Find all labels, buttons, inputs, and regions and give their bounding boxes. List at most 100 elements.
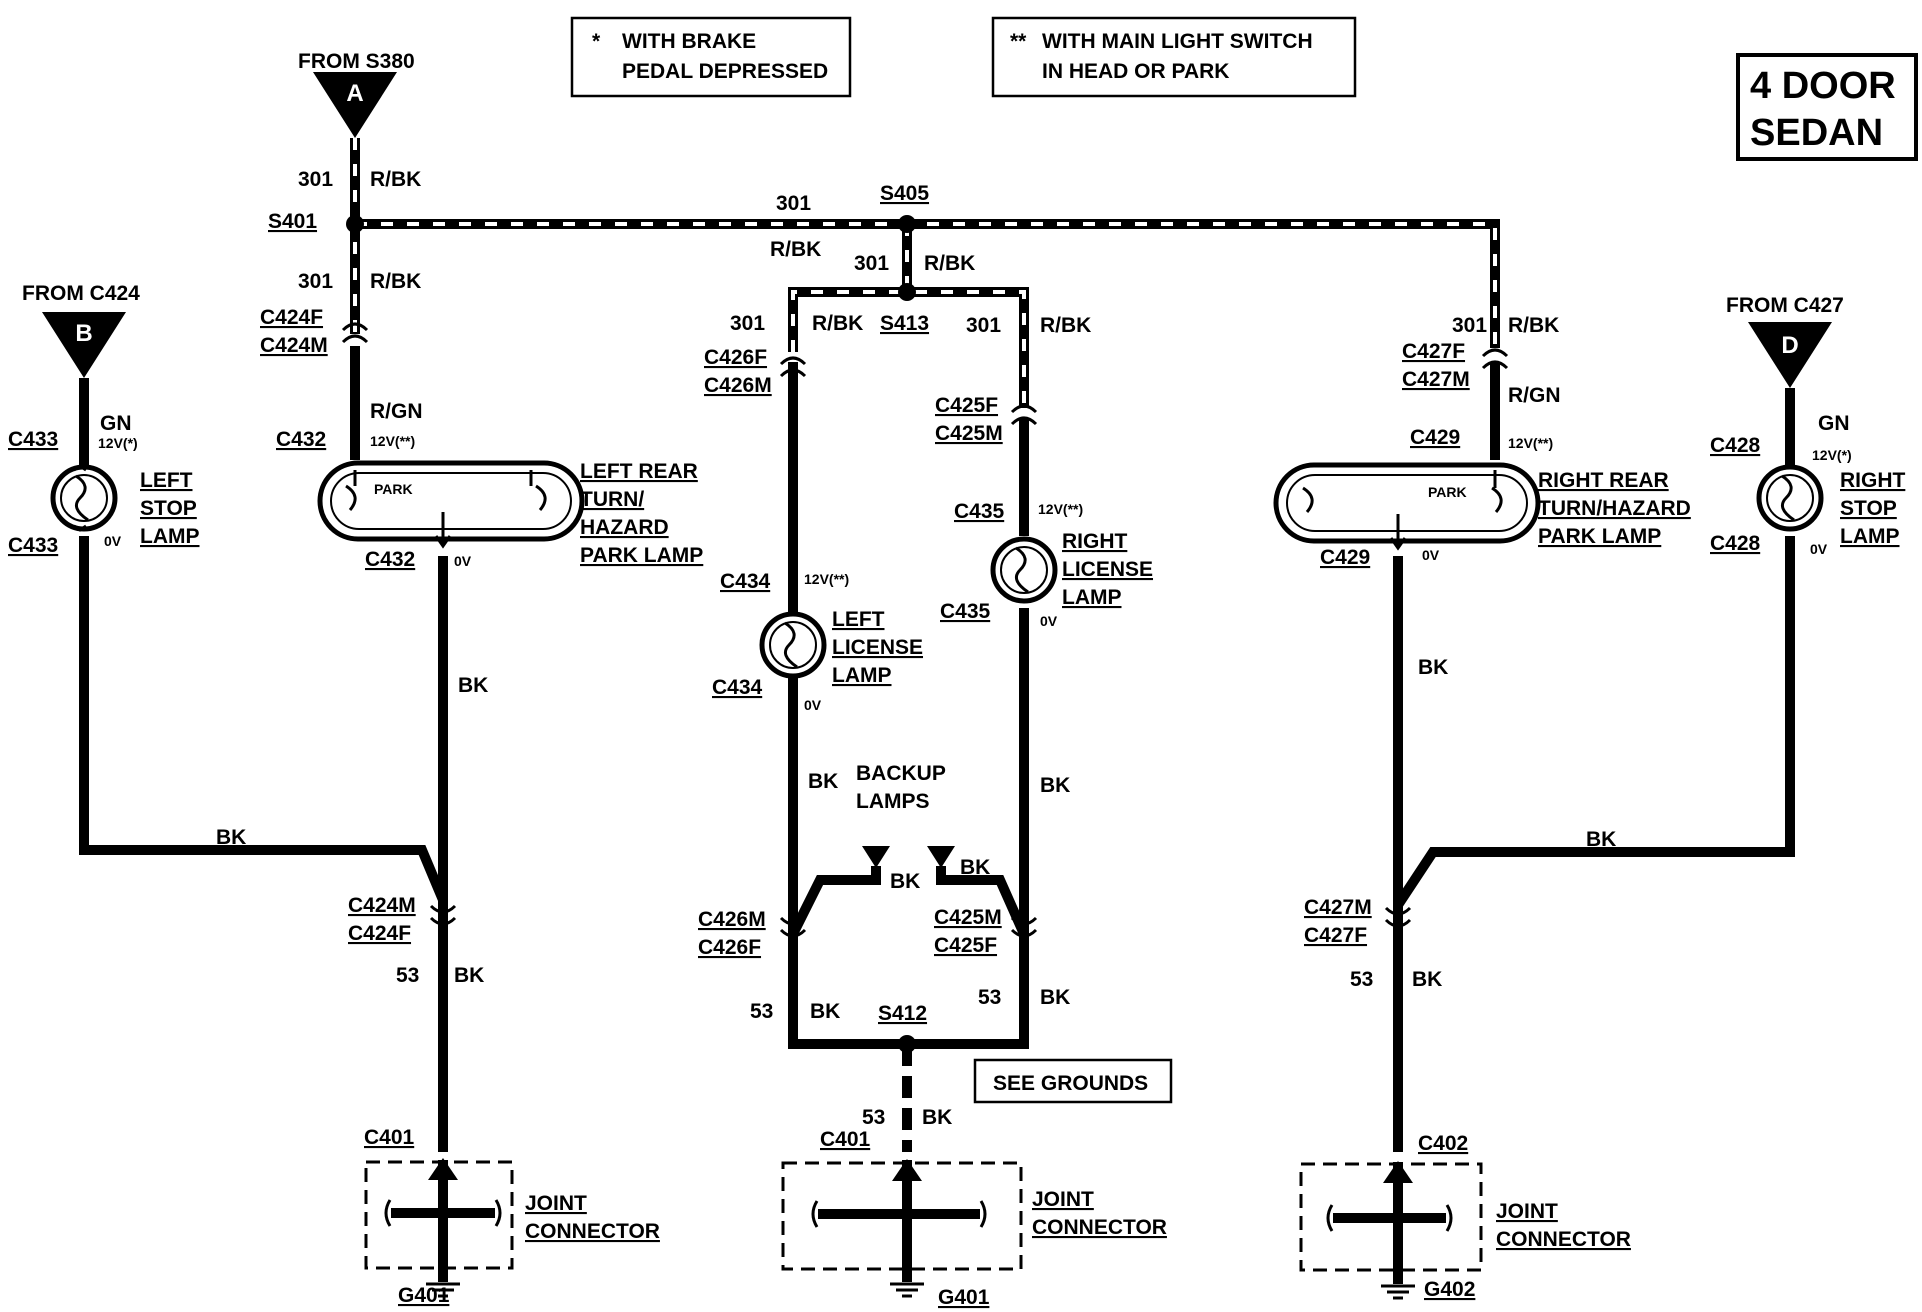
label-bk-backup-right: BK xyxy=(960,856,990,879)
see-grounds-label: SEE GROUNDS xyxy=(993,1072,1148,1095)
label-53-left: 53 xyxy=(396,964,419,987)
label-53-center: 53 xyxy=(862,1106,885,1129)
right-stop-name-2: STOP xyxy=(1840,497,1897,520)
label-12v-right-license: 12V(**) xyxy=(1038,501,1083,517)
ground-center-icon xyxy=(890,1282,924,1298)
right-rear-park-label: PARK xyxy=(1428,484,1467,500)
right-rear-name-3: PARK LAMP xyxy=(1538,525,1661,548)
label-bk-53-right-license: BK xyxy=(1040,986,1070,1009)
label-c427f-top: C427F xyxy=(1402,340,1465,363)
source-a-letter: A xyxy=(346,80,363,107)
left-rear-name-2: TURN/ xyxy=(580,488,644,511)
right-stop-name-3: LAMP xyxy=(1840,525,1900,548)
label-bk-backup-left: BK xyxy=(890,870,920,893)
left-stop-name-1: LEFT xyxy=(140,469,193,492)
label-c424m-top: C424M xyxy=(260,334,328,357)
label-c426m-top: C426M xyxy=(704,374,772,397)
label-12v-left-stop: 12V(*) xyxy=(98,435,138,451)
label-0v-right-license: 0V xyxy=(1040,613,1058,629)
label-g401-center: G401 xyxy=(938,1286,990,1309)
label-rbk-right-license: R/BK xyxy=(1040,314,1091,337)
label-bk-left-53: BK xyxy=(454,964,484,987)
source-a-triangle-icon xyxy=(313,72,397,138)
right-license-name-2: LICENSE xyxy=(1062,558,1153,581)
label-12v-left-license: 12V(**) xyxy=(804,571,849,587)
label-rgn-left: R/GN xyxy=(370,400,423,423)
note-light-line2: IN HEAD OR PARK xyxy=(1042,60,1229,83)
label-c432-top: C432 xyxy=(276,428,326,451)
splice-s413-dot xyxy=(898,283,916,301)
note-brake-box: * WITH BRAKE PEDAL DEPRESSED xyxy=(570,16,852,98)
label-c425m-bottom: C425M xyxy=(934,906,1002,929)
ground-right-icon xyxy=(1381,1284,1415,1300)
source-a-from: FROM S380 xyxy=(298,50,415,73)
label-c432-bottom: C432 xyxy=(365,548,415,571)
right-license-lamp xyxy=(990,536,1058,604)
label-rgn-right: R/GN xyxy=(1508,384,1561,407)
label-c424f-top: C424F xyxy=(260,306,323,329)
label-c426f-bottom: C426F xyxy=(698,936,761,959)
label-rbk-center: R/BK xyxy=(924,252,975,275)
label-c429-bottom: C429 xyxy=(1320,546,1370,569)
label-c427f-bottom: C427F xyxy=(1304,924,1367,947)
note-brake-line1: WITH BRAKE xyxy=(622,30,756,53)
label-c401-center: C401 xyxy=(820,1128,871,1151)
right-stop-name-1: RIGHT xyxy=(1840,469,1906,492)
left-rear-name-3: HAZARD xyxy=(580,516,669,539)
left-license-name-2: LICENSE xyxy=(832,636,923,659)
label-c427m-top: C427M xyxy=(1402,368,1470,391)
label-12v-right-stop: 12V(*) xyxy=(1812,447,1852,463)
label-gn-left: GN xyxy=(100,412,132,435)
connector-symbols xyxy=(341,322,1509,938)
label-53-left-license: 53 xyxy=(750,1000,773,1023)
splice-s412-dot xyxy=(898,1035,916,1053)
label-bk-center: BK xyxy=(922,1106,952,1129)
label-bk-left-license: BK xyxy=(808,770,838,793)
left-rear-park-lamp: PARK xyxy=(317,460,585,549)
joint-left-name-2: CONNECTOR xyxy=(525,1220,660,1243)
label-c426f-top: C426F xyxy=(704,346,767,369)
label-rbk-top: R/BK xyxy=(770,238,821,261)
joint-center-name-1: JOINT xyxy=(1032,1188,1094,1211)
body-style-badge: 4 DOOR SEDAN xyxy=(1736,53,1918,161)
label-53-right-license: 53 xyxy=(978,986,1001,1009)
left-license-name-3: LAMP xyxy=(832,664,892,687)
label-c433-top: C433 xyxy=(8,428,58,451)
label-c428-top: C428 xyxy=(1710,434,1761,457)
label-g401-left: G401 xyxy=(398,1284,450,1307)
source-b: FROM C424 B xyxy=(22,282,140,378)
label-c425f-top: C425F xyxy=(935,394,998,417)
label-gn-right: GN xyxy=(1818,412,1850,435)
badge-line2: SEDAN xyxy=(1750,112,1883,154)
label-c433-bottom: C433 xyxy=(8,534,58,557)
splice-s401-dot xyxy=(346,215,364,233)
label-rbk-left-license: R/BK xyxy=(812,312,863,335)
left-rear-name-4: PARK LAMP xyxy=(580,544,703,567)
source-b-triangle-icon xyxy=(42,312,126,378)
right-rear-name-2: TURN/HAZARD xyxy=(1538,497,1691,520)
label-bk-right-rear: BK xyxy=(1418,656,1448,679)
label-c428-bottom: C428 xyxy=(1710,532,1761,555)
label-c435-top: C435 xyxy=(954,500,1005,523)
label-g402: G402 xyxy=(1424,1278,1475,1301)
backup-name-1: BACKUP xyxy=(856,762,946,785)
label-s412: S412 xyxy=(878,1002,927,1025)
joint-connector-right xyxy=(1299,1161,1483,1300)
note-brake-line2: PEDAL DEPRESSED xyxy=(622,60,828,83)
note-brake-star: * xyxy=(592,30,601,53)
left-license-name-1: LEFT xyxy=(832,608,885,631)
label-301-right-license: 301 xyxy=(966,314,1001,337)
note-light-line1: WITH MAIN LIGHT SWITCH xyxy=(1042,30,1313,53)
backup-left-triangle-icon xyxy=(862,846,890,868)
note-light-star: ** xyxy=(1010,30,1027,53)
source-d-triangle-icon xyxy=(1748,322,1832,388)
wire-301-rbk xyxy=(346,138,1500,460)
label-301-left-license: 301 xyxy=(730,312,765,335)
right-license-name-3: LAMP xyxy=(1062,586,1122,609)
label-301-center: 301 xyxy=(854,252,889,275)
left-stop-lamp xyxy=(50,464,118,532)
label-rbk-a: R/BK xyxy=(370,168,421,191)
label-c401-left: C401 xyxy=(364,1126,415,1149)
joint-connector-center xyxy=(781,1159,1023,1298)
